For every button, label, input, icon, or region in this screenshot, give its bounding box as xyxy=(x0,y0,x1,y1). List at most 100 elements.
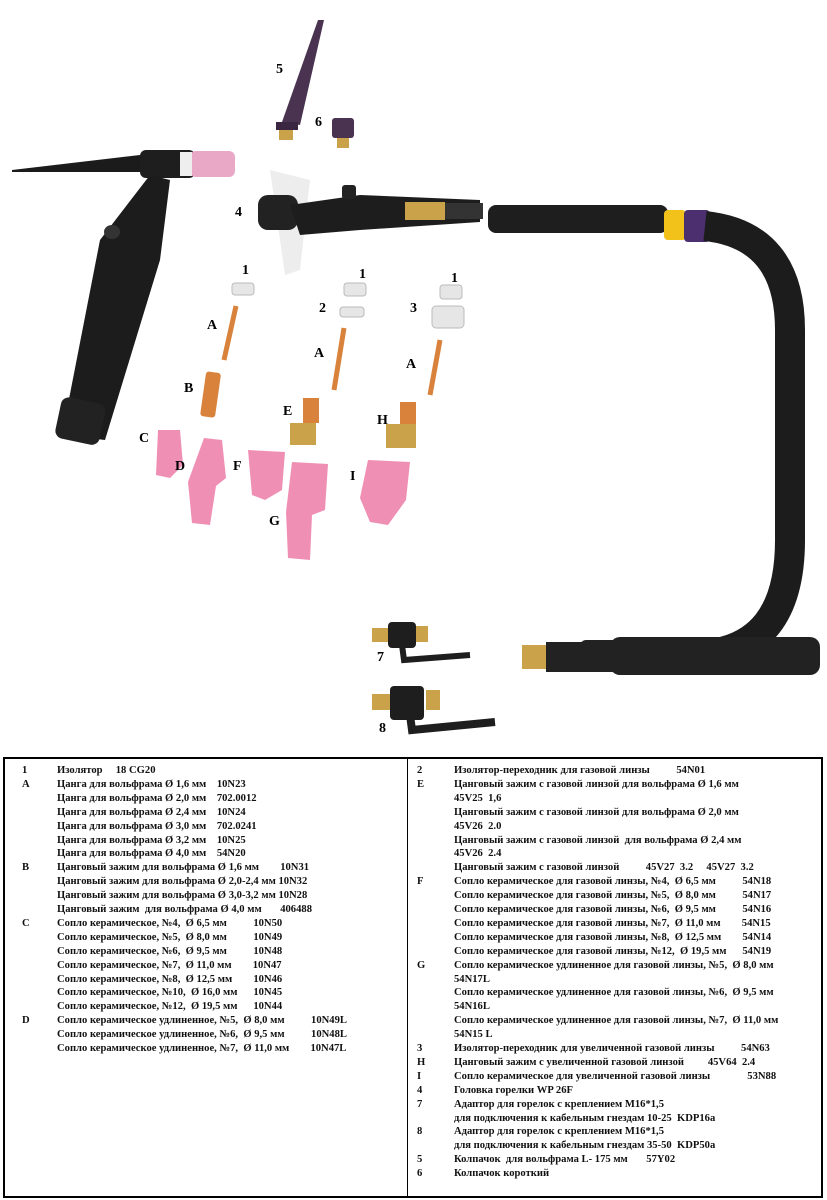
torch-head xyxy=(258,170,483,275)
assembled-torch xyxy=(12,150,235,445)
part-description: Сопло керамическое удлиненное, №6, Ø 9,5… xyxy=(57,1029,347,1041)
part-key: D xyxy=(22,1015,30,1027)
label-i: I xyxy=(350,469,356,484)
label-6: 6 xyxy=(315,115,322,130)
part-description: Цанговый зажим с газовой линзой 45V27 3.… xyxy=(454,862,754,874)
part-description: Цанговый зажим с газовой линзой для воль… xyxy=(454,806,739,818)
part-description: 54N17L xyxy=(454,973,490,985)
part-key: 6 xyxy=(417,1168,423,1180)
part-description: Цанга для вольфрама Ø 2,4 мм 10N24 xyxy=(57,806,246,818)
label-7: 7 xyxy=(377,650,384,665)
part-description: Цанга для вольфрама Ø 2,0 мм 702.0012 xyxy=(57,792,257,804)
label-5: 5 xyxy=(276,62,283,77)
part-description: 54N15 L xyxy=(454,1029,493,1041)
part-description: Сопло керамическое для газовой линзы, №8… xyxy=(454,931,772,943)
part-description: Сопло керамическое удлиненное для газово… xyxy=(454,959,774,971)
part-description: Цанговый зажим с увеличенной газовой лин… xyxy=(454,1056,756,1068)
adaptor-7 xyxy=(372,622,471,664)
part-description: 45V26 2.0 xyxy=(454,820,502,832)
part-description: Сопло керамическое для газовой линзы, №6… xyxy=(454,904,772,915)
part-description: Сопло керамическое, №8, Ø 12,5 мм 10N46 xyxy=(57,973,283,985)
part-description: Цанга для вольфрама Ø 4,0 мм 54N20 xyxy=(57,848,246,860)
label-d: D xyxy=(175,459,186,474)
parts-illustration xyxy=(12,20,820,735)
part-description: Цанга для вольфрама Ø 1,6 мм 10N23 xyxy=(57,778,246,790)
part-key: 3 xyxy=(417,1043,423,1054)
part-key: E xyxy=(417,778,425,790)
label-8: 8 xyxy=(379,721,386,736)
label-a: A xyxy=(406,357,417,372)
part-key: A xyxy=(22,778,30,790)
collet-bodies xyxy=(200,371,416,448)
part-description: Адаптор для горелок с креплением М16*1,5 xyxy=(454,1098,664,1110)
part-description: Изолятор-переходник для увеличенной газо… xyxy=(454,1043,770,1054)
label-b: B xyxy=(184,381,194,396)
part-description: Сопло керамическое, №6, Ø 9,5 мм 10N48 xyxy=(57,945,283,957)
part-description: Сопло керамическое удлиненное, №7, Ø 11,… xyxy=(57,1043,347,1054)
part-description: Сопло керамическое, №4, Ø 6,5 мм 10N50 xyxy=(57,917,283,929)
part-description: Цанговый зажим для вольфрама Ø 2,0-2,4 м… xyxy=(57,876,308,888)
part-description: 45V26 2.4 xyxy=(454,848,502,860)
part-description: Колпачок короткий xyxy=(454,1168,550,1180)
part-description: Сопло керамическое для газовой линзы, №5… xyxy=(454,890,772,902)
part-description: Сопло керамическое удлиненное, №5, Ø 8,0… xyxy=(57,1015,347,1027)
short-back-cap xyxy=(332,118,354,148)
parts-table-right-column: 2 Изолятор-переходник для газовой линзы 5… xyxy=(408,759,821,1196)
part-description: Цанговый зажим с газовой линзой для воль… xyxy=(454,778,739,790)
part-description: Цанга для вольфрама Ø 3,2 мм 10N25 xyxy=(57,834,246,846)
label-g: G xyxy=(269,514,280,529)
part-description: Головка горелки WP 26F xyxy=(454,1084,573,1096)
part-description: Адаптор для горелок с креплением М16*1,5 xyxy=(454,1126,664,1138)
label-1: 1 xyxy=(451,271,458,286)
part-description: Сопло керамическое, №5, Ø 8,0 мм 10N49 xyxy=(57,931,283,943)
part-key: B xyxy=(22,862,30,874)
part-description: Сопло керамическое для газовой линзы, №1… xyxy=(454,945,772,957)
label-1: 1 xyxy=(242,263,249,278)
part-description: Сопло керамическое удлиненное для газово… xyxy=(454,987,774,999)
part-description: Сопло керамическое удлиненное для газово… xyxy=(454,1015,779,1027)
part-description: 54N16L xyxy=(454,1001,490,1013)
label-e: E xyxy=(283,404,293,419)
label-2: 2 xyxy=(319,301,326,316)
part-description: Цанговый зажим для вольфрама Ø 4,0 мм 40… xyxy=(57,904,312,915)
part-key: H xyxy=(417,1056,426,1068)
part-description: Колпачок для вольфрама L- 175 мм 57Y02 xyxy=(454,1154,676,1166)
part-description: Изолятор 18 CG20 xyxy=(57,765,156,776)
label-1: 1 xyxy=(359,267,366,282)
part-key: I xyxy=(417,1070,422,1082)
part-key: 2 xyxy=(417,765,423,776)
long-back-cap xyxy=(276,20,324,140)
part-description: Сопло керамическое, №12, Ø 19,5 мм 10N44 xyxy=(57,1001,283,1013)
adaptor-8 xyxy=(372,686,496,735)
part-key: G xyxy=(417,959,426,971)
label-a: A xyxy=(314,346,325,361)
part-description: Сопло керамическое, №10, Ø 16,0 мм 10N45 xyxy=(57,987,283,999)
label-h: H xyxy=(377,413,388,428)
label-c: C xyxy=(139,431,150,446)
label-f: F xyxy=(233,459,242,474)
ceramic-nozzles xyxy=(156,430,410,560)
part-description: Сопло керамическое, №7, Ø 11,0 мм 10N47 xyxy=(57,959,282,971)
part-description: Сопло керамическое для газовой линзы, №7… xyxy=(454,917,771,929)
part-key: C xyxy=(22,917,30,929)
part-key: 5 xyxy=(417,1154,423,1166)
label-4: 4 xyxy=(235,205,242,220)
part-description: Цанговый зажим для вольфрама Ø 3,0-3,2 м… xyxy=(57,890,308,902)
part-description: для подключения к кабельным гнездам 35-5… xyxy=(454,1140,716,1152)
part-description: Сопло керамическое для газовой линзы, №4… xyxy=(454,876,772,888)
part-description: Изолятор-переходник для газовой линзы 54… xyxy=(454,765,706,776)
insulators xyxy=(231,282,465,329)
torch-exploded-diagram: 5 6 4 1 1 1 2 3 A A A B E H C D F I G 7 … xyxy=(12,20,820,736)
part-key: 8 xyxy=(417,1126,423,1138)
label-3: 3 xyxy=(410,301,417,316)
part-description: для подключения к кабельным гнездам 10-2… xyxy=(454,1112,716,1124)
part-key: 4 xyxy=(417,1084,423,1096)
part-description: Цанговый зажим с газовой линзой для воль… xyxy=(454,834,742,846)
collets xyxy=(221,305,443,396)
part-description: 45V25 1,6 xyxy=(454,792,502,804)
part-description: Цанга для вольфрама Ø 3,0 мм 702.0241 xyxy=(57,820,257,832)
part-key: 7 xyxy=(417,1098,423,1110)
part-description: Цанговый зажим для вольфрама Ø 1,6 мм 10… xyxy=(57,862,310,874)
